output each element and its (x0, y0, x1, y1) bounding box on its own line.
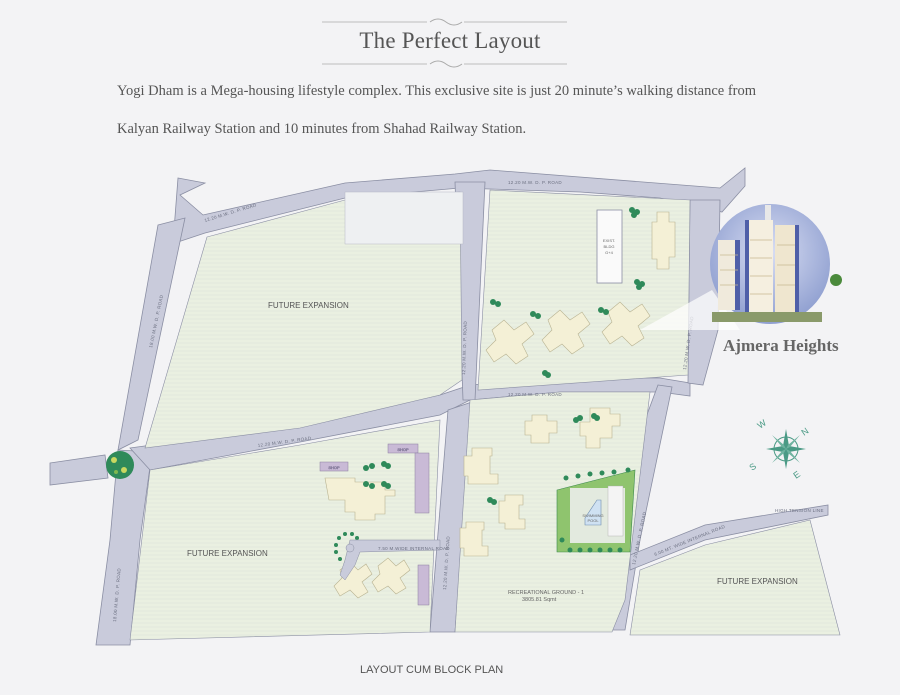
svg-text:G+4: G+4 (605, 250, 613, 255)
svg-text:SHOP: SHOP (328, 465, 340, 470)
svg-text:EXIST.: EXIST. (603, 238, 615, 243)
page-title: The Perfect Layout (359, 28, 541, 53)
svg-text:12.20 M.W. D. P. ROAD: 12.20 M.W. D. P. ROAD (508, 180, 562, 185)
road-network (49, 167, 829, 646)
svg-text:SWIMMING: SWIMMING (582, 513, 603, 518)
recreational-ground-area: 3805.81 Sqmt (522, 597, 557, 603)
title-ornament-bottom (322, 60, 567, 68)
residential-buildings (324, 211, 676, 599)
title-ornament-top (322, 18, 567, 26)
description-line-1: Yogi Dham is a Mega-housing lifestyle co… (117, 83, 756, 99)
svg-text:SHOP: SHOP (397, 447, 409, 452)
svg-text:7.50 M.WIDE INTERNAL ROAD: 7.50 M.WIDE INTERNAL ROAD (378, 546, 450, 551)
svg-text:12.20 M.W. D. P. ROAD: 12.20 M.W. D. P. ROAD (442, 535, 451, 590)
description-line-2: Kalyan Railway Station and 10 minutes fr… (117, 121, 527, 137)
svg-text:POOL: POOL (587, 518, 599, 523)
svg-text:HIGH TENSION LINE: HIGH TENSION LINE (775, 508, 824, 513)
swimming-pool-garden: SWIMMING POOL (556, 469, 636, 553)
compass-rose-icon: N W S E (747, 417, 810, 480)
future-expansion-label-2: FUTURE EXPANSION (187, 549, 268, 558)
pool-icon (584, 499, 602, 526)
trees (334, 207, 645, 565)
ajmera-heights-label: Ajmera Heights (723, 336, 839, 355)
svg-text:E: E (791, 469, 802, 481)
svg-text:12.20 M.W. D. P. ROAD: 12.20 M.W. D. P. ROAD (461, 320, 468, 375)
recreational-ground-label: RECREATIONAL GROUND - 1 (508, 590, 584, 596)
ajmera-heights-photo (710, 204, 842, 324)
map-caption: LAYOUT CUM BLOCK PLAN (360, 664, 504, 676)
svg-text:18.00 M.W. D. P. ROAD: 18.00 M.W. D. P. ROAD (112, 567, 122, 622)
svg-text:BLDG: BLDG (604, 244, 615, 249)
existing-building: EXIST. BLDG G+4 (596, 209, 623, 284)
svg-text:12.20 M.W. D. P. ROAD: 12.20 M.W. D. P. ROAD (508, 392, 562, 397)
future-expansion-label-3: FUTURE EXPANSION (717, 577, 798, 586)
shops: SHOP SHOP (319, 443, 430, 606)
svg-text:S: S (747, 461, 758, 473)
svg-text:N: N (799, 426, 810, 438)
internal-roundabout (339, 539, 441, 581)
roundabout-garden (106, 451, 134, 479)
future-expansion-label-1: FUTURE EXPANSION (268, 301, 349, 310)
svg-text:W: W (755, 417, 768, 430)
